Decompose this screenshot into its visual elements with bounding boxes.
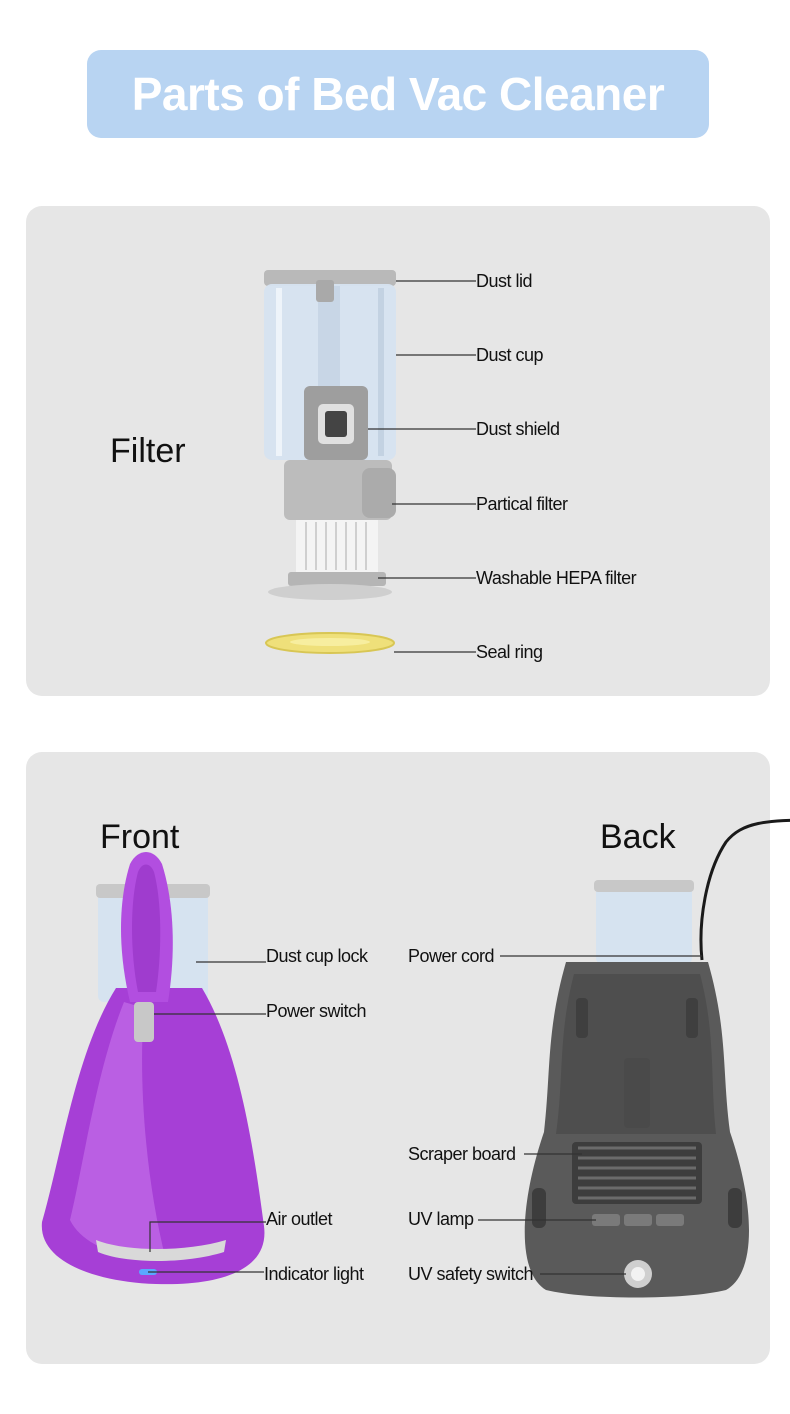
label-seal-ring: Seal ring xyxy=(476,642,543,662)
air-outlet-part xyxy=(96,1240,226,1261)
front-back-panel: Front Back Dust cup lock Power switch Ai… xyxy=(26,752,790,1364)
uv-lamp-part xyxy=(592,1214,684,1226)
label-dust-cup-lock: Dust cup lock xyxy=(266,946,368,966)
page-title: Parts of Bed Vac Cleaner xyxy=(131,68,665,120)
power-switch-part xyxy=(134,1002,154,1042)
scraper-board-part xyxy=(572,1142,702,1204)
label-hepa-filter: Washable HEPA filter xyxy=(476,568,637,588)
label-power-cord: Power cord xyxy=(408,946,495,966)
title-banner: Parts of Bed Vac Cleaner xyxy=(87,50,709,138)
label-dust-shield: Dust shield xyxy=(476,419,560,439)
filter-heading: Filter xyxy=(110,432,186,470)
label-scraper-board: Scraper board xyxy=(408,1144,516,1164)
label-dust-cup: Dust cup xyxy=(476,345,544,365)
front-back-illustration xyxy=(41,818,790,1298)
front-heading: Front xyxy=(100,818,180,856)
label-power-switch: Power switch xyxy=(266,1001,367,1021)
label-air-outlet: Air outlet xyxy=(266,1209,333,1229)
power-cord-part xyxy=(699,818,790,961)
filter-panel: Filter Dust lid Dust cup Dust shield Par… xyxy=(26,206,770,696)
back-dust-cup xyxy=(596,884,692,964)
label-uv-safety-switch: UV safety switch xyxy=(408,1264,534,1284)
hepa-filter-part xyxy=(268,520,392,600)
label-indicator-light: Indicator light xyxy=(264,1264,364,1284)
filter-illustration xyxy=(264,270,476,654)
label-dust-lid: Dust lid xyxy=(476,271,533,291)
label-uv-lamp: UV lamp xyxy=(408,1209,474,1229)
label-particle-filter: Partical filter xyxy=(476,494,568,514)
dust-lid-part xyxy=(264,270,396,286)
back-heading: Back xyxy=(600,818,676,856)
